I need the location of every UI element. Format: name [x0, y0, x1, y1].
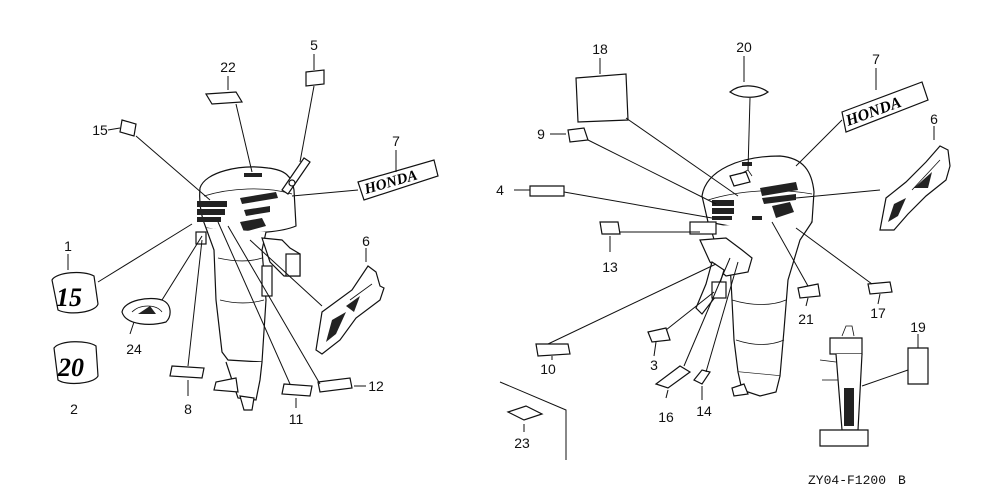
callout-5: 5 [310, 37, 318, 53]
decal-21 [797, 283, 821, 299]
left-leader-lines [67, 54, 397, 408]
decal-9 [567, 127, 589, 143]
decal-8 [169, 365, 205, 379]
decal-22 [204, 91, 244, 105]
callout-23: 23 [514, 435, 530, 451]
callout-17: 17 [870, 305, 886, 321]
callout-11: 11 [289, 411, 304, 427]
decal-13 [599, 221, 621, 235]
decal-24 [121, 297, 171, 325]
callout-3: 3 [650, 357, 658, 373]
callout-4: 4 [496, 182, 504, 198]
callout-21: 21 [798, 311, 814, 327]
right-outboard-motor [689, 155, 815, 397]
decal-18 [575, 73, 629, 123]
callout-13: 13 [602, 259, 618, 275]
decal-10 [535, 343, 571, 357]
callout-1: 1 [64, 238, 72, 254]
decal-23 [506, 405, 544, 421]
decal-20 [728, 85, 770, 98]
decal-5 [305, 69, 325, 87]
drawing-revision: B [898, 473, 906, 488]
drawing-code: ZY04-F1200 [808, 473, 886, 488]
decal-15 [119, 119, 137, 137]
decal-2-model-20: 20 [53, 341, 99, 385]
decal-6-left [315, 265, 385, 355]
callout-2: 2 [70, 401, 78, 417]
callout-7-left: 7 [392, 133, 400, 149]
decal-14 [693, 369, 711, 385]
left-outboard-motor [195, 157, 311, 411]
callout-19: 19 [910, 319, 926, 335]
callout-6-right: 6 [930, 111, 938, 127]
callout-15: 15 [92, 122, 108, 138]
decal-6-right [879, 145, 951, 231]
callout-24: 24 [126, 341, 142, 357]
callout-12: 12 [368, 378, 384, 394]
model-15-text: 15 [56, 283, 82, 312]
decal-19 [907, 347, 929, 385]
callout-6-left: 6 [362, 233, 370, 249]
callout-22: 22 [220, 59, 236, 75]
right-leader-lines [514, 56, 935, 432]
decal-11 [281, 383, 313, 397]
model-20-text: 20 [57, 353, 84, 382]
callout-16: 16 [658, 409, 674, 425]
callout-18: 18 [592, 41, 608, 57]
callout-20: 20 [736, 39, 752, 55]
decal-4 [529, 185, 565, 197]
decal-1-model-15: 15 [51, 271, 99, 314]
decal-12 [317, 377, 353, 393]
decal-3 [647, 327, 671, 343]
decal-17 [867, 281, 893, 295]
callout-8: 8 [184, 401, 192, 417]
decal-16 [654, 365, 692, 389]
callout-9: 9 [537, 126, 545, 142]
tiller-handle-detail [819, 325, 869, 447]
decal-7-right: HONDA [841, 81, 929, 133]
inset-frame [499, 381, 567, 460]
callout-10: 10 [540, 361, 556, 377]
decal-7-left: HONDA [357, 159, 439, 201]
honda-logo-text-right: HONDA [843, 94, 904, 130]
callout-7-right: 7 [872, 51, 880, 67]
callout-labels: 22 5 15 7 6 1 24 2 8 11 12 18 20 7 6 9 4… [64, 37, 938, 488]
callout-14: 14 [696, 403, 712, 419]
